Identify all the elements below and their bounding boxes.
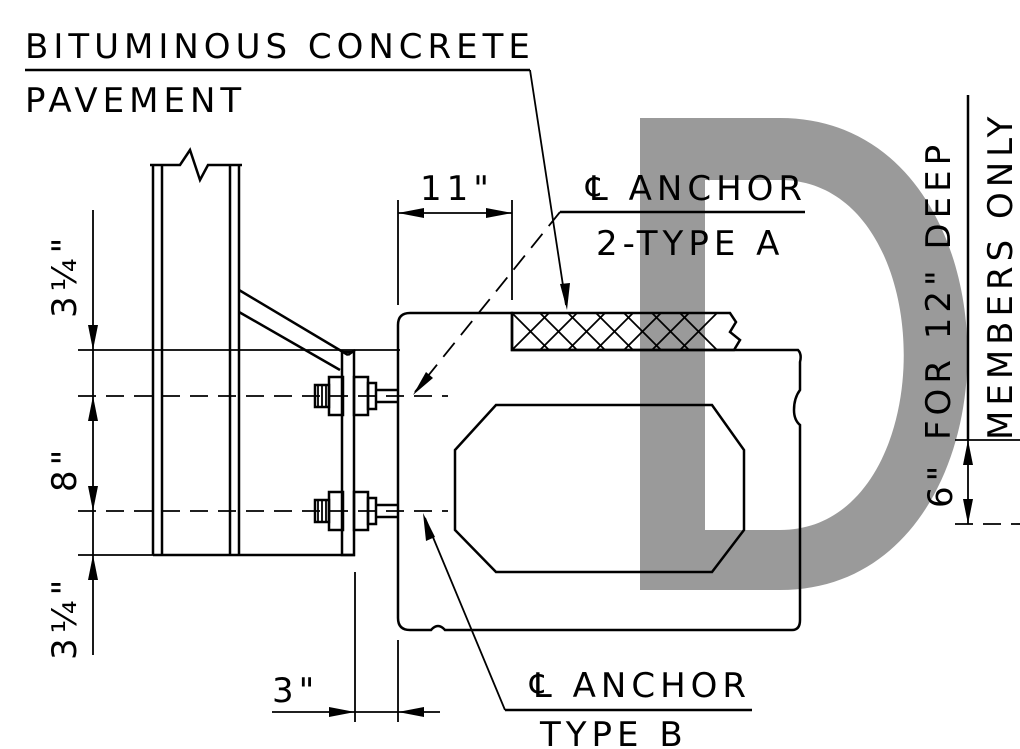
dim-6-label: 6" xyxy=(921,461,961,508)
concrete-member xyxy=(396,311,802,632)
anchor-top-label-line1: ℄ ANCHOR xyxy=(585,169,807,209)
dim-3-label: 3" xyxy=(272,671,319,711)
dim-top-3-1-4-label: 3¼" xyxy=(45,233,85,318)
anchor-bolt-top xyxy=(313,375,398,417)
deep-note-line2: MEMBERS ONLY xyxy=(981,112,1020,440)
pavement-label-line2: PAVEMENT xyxy=(25,81,246,121)
watermark-d xyxy=(640,118,968,590)
dim-bottom-3-1-4-label: 3¼" xyxy=(45,575,85,660)
anchor-bolt-bottom xyxy=(313,490,398,532)
deep-note-line1: FOR 12" DEEP xyxy=(919,140,959,440)
anchor-bottom-label-line1: ℄ ANCHOR xyxy=(529,666,751,706)
pavement-label-line1: BITUMINOUS CONCRETE xyxy=(25,27,535,67)
steel-post xyxy=(150,147,356,557)
dim-11-label: 11" xyxy=(420,169,494,209)
anchor-bottom-label-line2: TYPE B xyxy=(539,715,688,749)
anchor-top-label-line2: 2-TYPE A xyxy=(596,224,784,264)
dim-8-label: 8" xyxy=(45,445,85,492)
pavement-hatch xyxy=(510,311,742,352)
